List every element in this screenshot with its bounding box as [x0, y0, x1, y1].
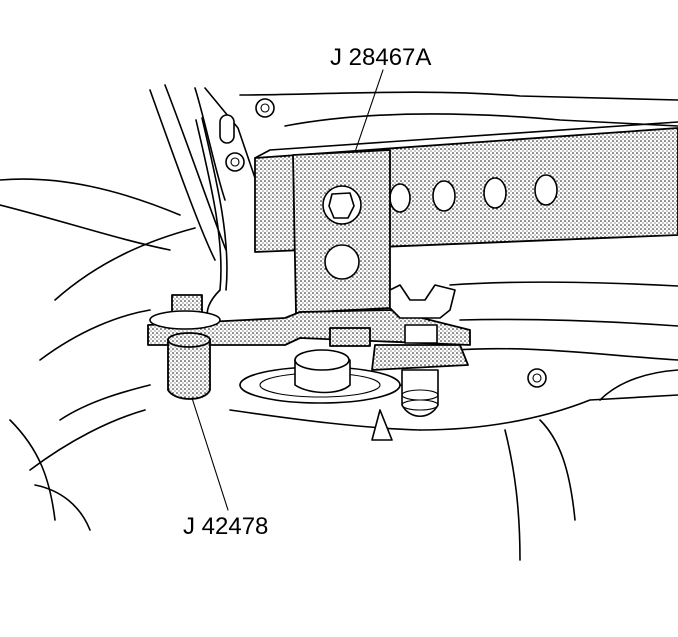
adapter-bracket [292, 149, 391, 314]
callout-label-lower-tool: J 42478 [183, 513, 269, 540]
tool-crossbar [147, 309, 471, 347]
locating-pin-tool [149, 294, 221, 400]
callout-leaders [191, 69, 384, 511]
strut-mount [239, 349, 401, 441]
wing-nut-assembly [371, 284, 469, 418]
body-fasteners [219, 98, 547, 388]
callout-label-upper-tool: J 28467A [330, 44, 432, 71]
